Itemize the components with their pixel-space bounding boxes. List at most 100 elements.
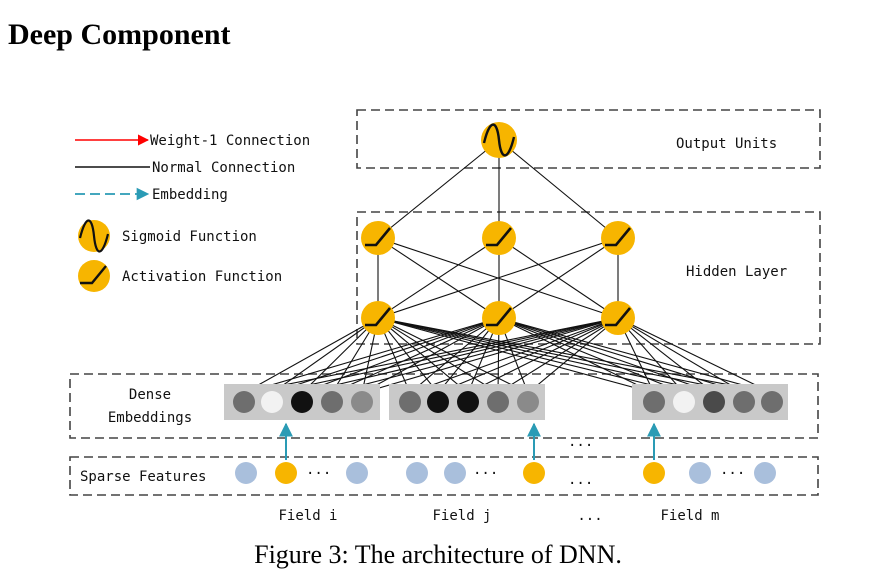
connection-line bbox=[301, 317, 379, 394]
dnn-architecture-diagram: Output Units Hidden Layer Dense Embeddin… bbox=[69, 109, 821, 524]
connection-line bbox=[377, 317, 499, 394]
sparse-dot-active bbox=[275, 462, 297, 484]
connection-line bbox=[377, 237, 619, 319]
connection-line bbox=[409, 317, 619, 394]
sparse-dot bbox=[235, 462, 257, 484]
connection-line bbox=[331, 317, 500, 394]
embedding-unit bbox=[517, 391, 539, 413]
neurons bbox=[361, 122, 635, 335]
connection-line bbox=[409, 317, 500, 394]
sparse-dot bbox=[406, 462, 428, 484]
connection-line bbox=[377, 139, 500, 239]
connection-line bbox=[361, 317, 619, 394]
connection-line bbox=[437, 317, 619, 394]
dense-embeddings-label-2: Embeddings bbox=[108, 410, 192, 426]
legend: Weight-1 Connection Normal Connection Em… bbox=[75, 133, 310, 292]
legend-activation-label: Activation Function bbox=[122, 269, 282, 285]
dense-embedding-groups bbox=[224, 384, 788, 420]
dense-embedding-group bbox=[224, 384, 380, 420]
connection-line bbox=[498, 317, 655, 394]
output-units-box bbox=[356, 109, 821, 169]
connection-line bbox=[498, 317, 715, 394]
sparse-dot bbox=[689, 462, 711, 484]
connection-line bbox=[617, 317, 745, 394]
embedding-unit bbox=[457, 391, 479, 413]
hidden-neuron bbox=[482, 221, 516, 255]
ellipsis: ... bbox=[568, 472, 593, 488]
dense-embedding-group bbox=[632, 384, 788, 420]
connection-line bbox=[377, 317, 655, 394]
connection-line bbox=[243, 317, 500, 394]
connection-line bbox=[271, 317, 500, 394]
connection-line bbox=[243, 317, 379, 394]
embedding-unit bbox=[291, 391, 313, 413]
sparse-dot bbox=[346, 462, 368, 484]
embedding-unit bbox=[261, 391, 283, 413]
output-neuron bbox=[481, 122, 517, 158]
embedding-unit bbox=[351, 391, 373, 413]
connection-line bbox=[617, 317, 773, 394]
ellipsis: ... bbox=[568, 434, 593, 450]
hidden-layer-label: Hidden Layer bbox=[686, 264, 787, 280]
embedding-unit bbox=[643, 391, 665, 413]
connection-line bbox=[377, 317, 715, 394]
sparse-dot-active bbox=[643, 462, 665, 484]
output-units-label: Output Units bbox=[676, 136, 777, 152]
hidden-neuron bbox=[601, 221, 635, 255]
legend-sigmoid-label: Sigmoid Function bbox=[122, 229, 257, 245]
dense-embeddings-label-1: Dense bbox=[129, 387, 171, 403]
connection-line bbox=[617, 317, 715, 394]
sparse-dot bbox=[754, 462, 776, 484]
connection-line bbox=[301, 317, 500, 394]
connection-line bbox=[498, 237, 619, 319]
connection-line bbox=[498, 317, 745, 394]
legend-weight-label: Weight-1 Connection bbox=[150, 133, 310, 149]
legend-sigmoid-icon bbox=[78, 219, 110, 253]
hidden-neuron bbox=[361, 221, 395, 255]
connection-line bbox=[467, 317, 619, 394]
hidden-neuron bbox=[601, 301, 635, 335]
sparse-feature-dots bbox=[235, 462, 776, 484]
sparse-features-label: Sparse Features bbox=[80, 469, 206, 485]
legend-normal-label: Normal Connection bbox=[152, 160, 295, 176]
embedding-unit bbox=[703, 391, 725, 413]
ellipsis: ... bbox=[720, 462, 745, 478]
ellipsis: ... bbox=[473, 462, 498, 478]
embedding-unit bbox=[399, 391, 421, 413]
field-j-label: Field j bbox=[432, 508, 491, 524]
embedding-unit bbox=[427, 391, 449, 413]
connection-line bbox=[377, 237, 500, 319]
connection-line bbox=[377, 317, 529, 394]
embedding-unit bbox=[761, 391, 783, 413]
hidden-neuron bbox=[361, 301, 395, 335]
legend-activation-icon bbox=[78, 260, 110, 292]
sparse-dot-active bbox=[523, 462, 545, 484]
connection-line bbox=[271, 317, 619, 394]
field-m-label: Field m bbox=[660, 508, 719, 524]
hidden-neuron bbox=[482, 301, 516, 335]
sparse-dot bbox=[444, 462, 466, 484]
field-ellipsis: ... bbox=[577, 508, 602, 524]
connection-line bbox=[377, 317, 469, 394]
embedding-arrows bbox=[279, 422, 661, 460]
connection-line bbox=[498, 317, 685, 394]
embedding-unit bbox=[321, 391, 343, 413]
connection-line bbox=[301, 317, 619, 394]
connection-line bbox=[377, 317, 773, 394]
embedding-unit bbox=[673, 391, 695, 413]
field-i-label: Field i bbox=[278, 508, 337, 524]
connection-line bbox=[271, 317, 379, 394]
connection-line bbox=[331, 317, 619, 394]
embedding-unit bbox=[487, 391, 509, 413]
embedding-unit bbox=[233, 391, 255, 413]
legend-embedding-label: Embedding bbox=[152, 187, 228, 203]
ellipsis: ... bbox=[306, 462, 331, 478]
connection-line bbox=[243, 317, 619, 394]
embedding-unit bbox=[733, 391, 755, 413]
connection-line bbox=[497, 317, 619, 394]
connection-line bbox=[377, 317, 685, 394]
dense-embedding-group bbox=[389, 384, 545, 420]
connection-line bbox=[377, 317, 745, 394]
connection-line bbox=[498, 139, 619, 239]
hidden-layer-box bbox=[356, 211, 821, 345]
